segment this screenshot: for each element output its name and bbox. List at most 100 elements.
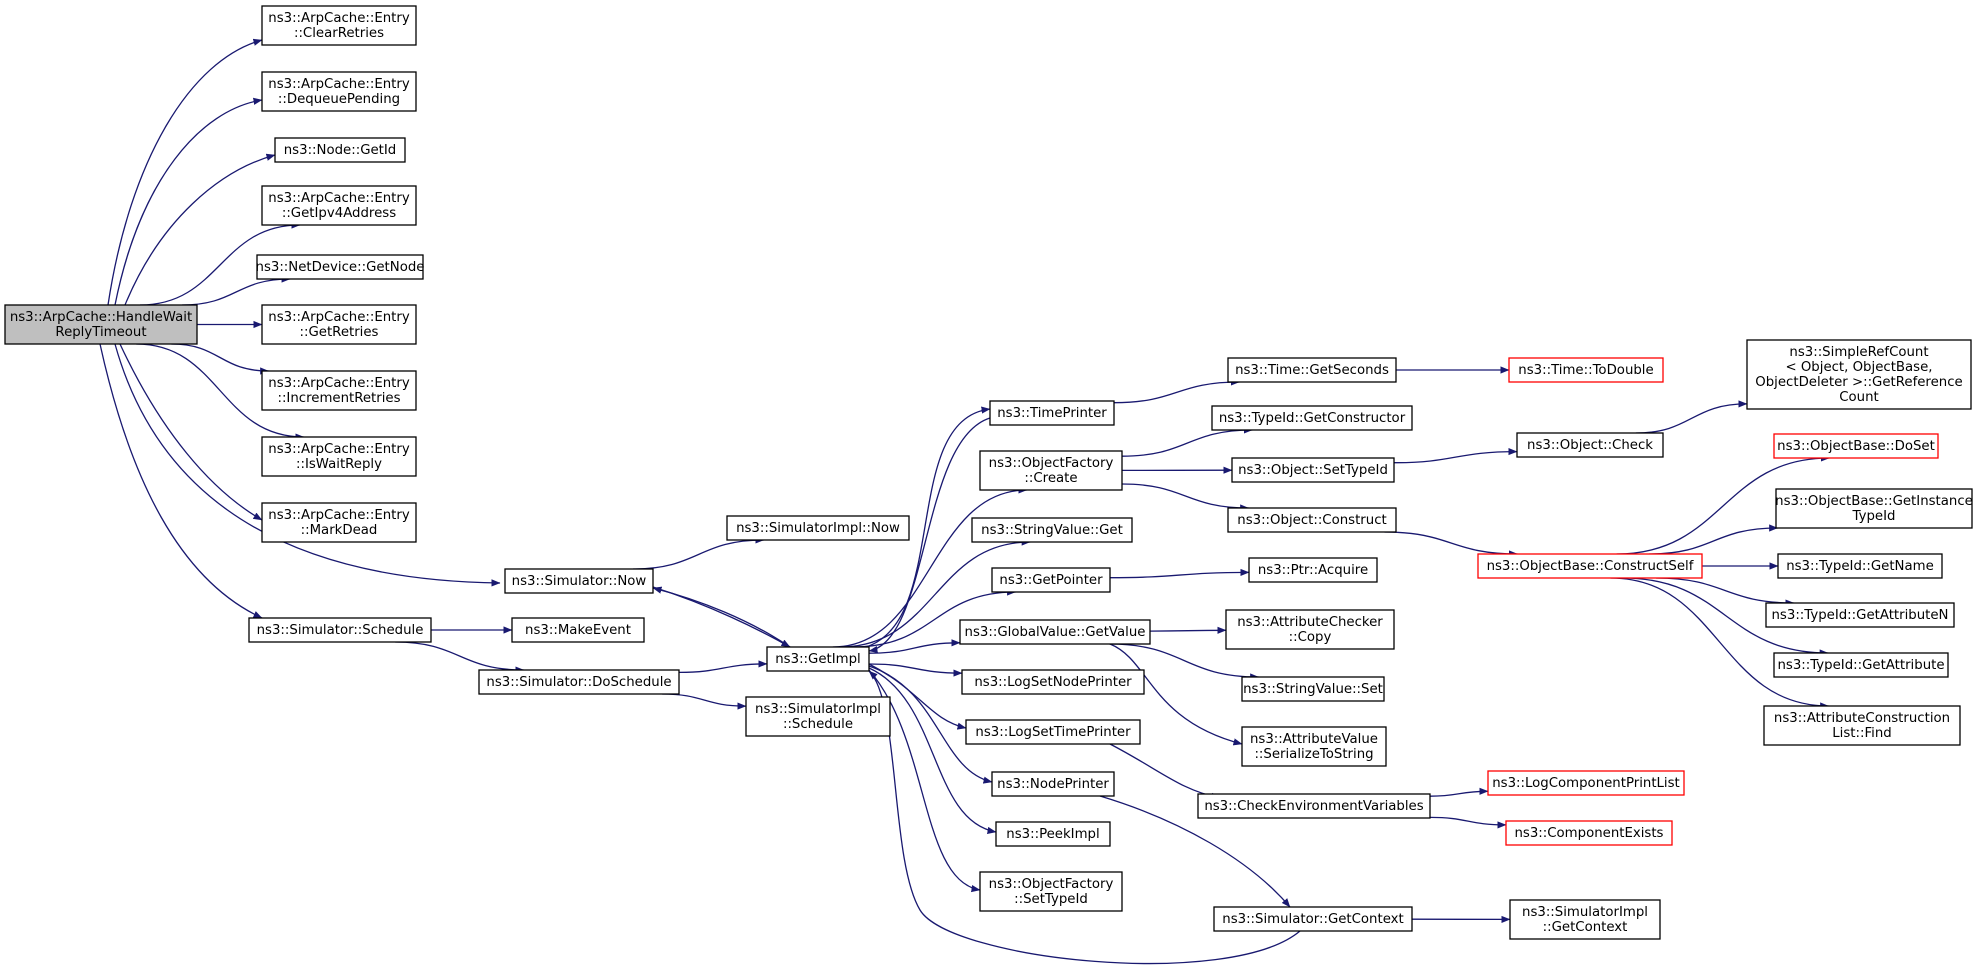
node-label-line: ns3::ObjectFactory (989, 456, 1114, 471)
node-mark_dead[interactable]: ns3::ArpCache::Entry::MarkDead (261, 502, 417, 543)
node-objfactory_create[interactable]: ns3::ObjectFactory::Create (979, 450, 1123, 491)
node-stringvalue_set[interactable]: ns3::StringValue::Set (1241, 676, 1385, 702)
edge-root-to-node_getid (124, 153, 276, 306)
node-time_todouble[interactable]: ns3::Time::ToDouble (1508, 357, 1664, 383)
node-label-line: ns3::Simulator::GetContext (1222, 912, 1403, 927)
node-getpointer[interactable]: ns3::GetPointer (991, 567, 1111, 593)
node-node_getid[interactable]: ns3::Node::GetId (274, 137, 406, 163)
node-typeid_getname[interactable]: ns3::TypeId::GetName (1777, 553, 1943, 579)
edge-getpointer-to-ptr_acquire (1109, 568, 1250, 579)
node-box (261, 5, 417, 46)
node-box (745, 696, 891, 737)
edge-timeprinter-to-getimpl (868, 417, 991, 653)
node-simplerefcount[interactable]: ns3::SimpleRefCount< Object, ObjectBase,… (1746, 339, 1972, 410)
node-box (1231, 457, 1395, 483)
node-label-line: ns3::ArpCache::Entry (268, 11, 410, 26)
node-ptr_acquire[interactable]: ns3::Ptr::Acquire (1248, 557, 1378, 583)
node-label-line: ns3::StringValue::Set (1243, 682, 1383, 697)
node-getimpl[interactable]: ns3::GetImpl (766, 646, 870, 672)
node-componentexists[interactable]: ns3::ComponentExists (1505, 820, 1673, 846)
node-label-line: ns3::ArpCache::Entry (268, 376, 410, 391)
node-label-line: ns3::Object::Construct (1237, 513, 1386, 528)
node-sim_getcontext[interactable]: ns3::Simulator::GetContext (1213, 906, 1413, 932)
node-simimpl_now[interactable]: ns3::SimulatorImpl::Now (726, 515, 910, 541)
node-label-line: ns3::ObjectBase::DoSet (1777, 439, 1935, 454)
node-label-line: ::IncrementRetries (277, 391, 400, 406)
node-peekimpl[interactable]: ns3::PeekImpl (995, 821, 1111, 847)
edge-getimpl-to-sim_now (652, 586, 791, 648)
node-netdev_getnode[interactable]: ns3::NetDevice::GetNode (256, 254, 425, 280)
node-logcomponentprintlist[interactable]: ns3::LogComponentPrintList (1487, 770, 1685, 796)
node-typeid_getconstructor[interactable]: ns3::TypeId::GetConstructor (1211, 405, 1413, 431)
node-label-line: ::MarkDead (301, 523, 378, 538)
node-box (766, 646, 870, 672)
edge-getimpl-to-globalvalue_getvalue (868, 639, 961, 654)
node-simimpl_getcontext[interactable]: ns3::SimulatorImpl::GetContext (1509, 899, 1661, 940)
node-box (991, 567, 1111, 593)
edge-objfactory_create-to-object_construct (1121, 483, 1250, 512)
node-logsettimeprinter[interactable]: ns3::LogSetTimePrinter (965, 719, 1141, 745)
node-object_construct[interactable]: ns3::Object::Construct (1227, 507, 1397, 533)
edge-root-to-is_wait_reply (136, 343, 305, 441)
node-box (979, 450, 1123, 491)
node-box (995, 821, 1111, 847)
node-checkenvvars[interactable]: ns3::CheckEnvironmentVariables (1197, 793, 1431, 819)
node-nodeprinter[interactable]: ns3::NodePrinter (991, 771, 1115, 797)
node-time_getseconds[interactable]: ns3::Time::GetSeconds (1227, 357, 1397, 383)
node-label-line: ::SetTypeId (1014, 892, 1088, 907)
node-logsetnodeprinter[interactable]: ns3::LogSetNodePrinter (961, 669, 1145, 695)
node-box (1487, 770, 1685, 796)
edge-objfactory_create-to-typeid_getconstructor (1121, 426, 1253, 457)
node-inc_retries[interactable]: ns3::ArpCache::Entry::IncrementRetries (261, 370, 417, 411)
node-sim_now[interactable]: ns3::Simulator::Now (504, 568, 654, 594)
edge-root-to-dequeue_pending (114, 97, 263, 306)
node-timeprinter[interactable]: ns3::TimePrinter (989, 400, 1115, 426)
node-box (1227, 357, 1397, 383)
node-sim_doschedule[interactable]: ns3::Simulator::DoSchedule (478, 669, 680, 695)
node-objectbase_constructself[interactable]: ns3::ObjectBase::ConstructSelf (1477, 553, 1703, 579)
node-sim_schedule[interactable]: ns3::Simulator::Schedule (248, 617, 432, 643)
node-label-line: ::GetIpv4Address (282, 206, 396, 221)
node-label-line: < Object, ObjectBase, (1785, 360, 1932, 375)
node-objfactory_settypeid[interactable]: ns3::ObjectFactory::SetTypeId (979, 871, 1123, 912)
node-make_event[interactable]: ns3::MakeEvent (511, 617, 645, 643)
node-objectbase_doset[interactable]: ns3::ObjectBase::DoSet (1773, 433, 1939, 459)
edge-objectbase_constructself-to-objectbase_getinstancetypeid (1649, 524, 1779, 555)
node-label-line: ns3::AttributeConstruction (1774, 711, 1950, 726)
node-globalvalue_getvalue[interactable]: ns3::GlobalValue::GetValue (959, 619, 1151, 645)
node-attrvalue_serialize[interactable]: ns3::AttributeValue::SerializeToString (1241, 726, 1387, 767)
node-is_wait_reply[interactable]: ns3::ArpCache::Entry::IsWaitReply (261, 436, 417, 477)
edge-root-to-mark_dead (119, 343, 263, 521)
node-typeid_getattribute[interactable]: ns3::TypeId::GetAttribute (1773, 652, 1949, 678)
node-label-line: List::Find (1832, 726, 1891, 741)
node-get_ipv4[interactable]: ns3::ArpCache::Entry::GetIpv4Address (261, 185, 417, 226)
node-simimpl_schedule[interactable]: ns3::SimulatorImpl::Schedule (745, 696, 891, 737)
node-typeid_getattributen[interactable]: ns3::TypeId::GetAttributeN (1765, 602, 1955, 628)
node-clear_retries[interactable]: ns3::ArpCache::Entry::ClearRetries (261, 5, 417, 46)
node-stringvalue_get[interactable]: ns3::StringValue::Get (971, 517, 1133, 543)
node-label-line: ns3::GlobalValue::GetValue (965, 625, 1146, 640)
node-get_retries[interactable]: ns3::ArpCache::Entry::GetRetries (261, 304, 417, 345)
node-label-line: ns3::SimpleRefCount (1789, 345, 1928, 360)
edge-sim_now-to-getimpl (652, 586, 791, 648)
node-box (1477, 553, 1703, 579)
node-attrchecker_copy[interactable]: ns3::AttributeChecker::Copy (1225, 609, 1395, 650)
node-object_check[interactable]: ns3::Object::Check (1516, 432, 1664, 458)
node-box (261, 185, 417, 226)
edge-getimpl-to-logsetnodeprinter (868, 663, 963, 677)
node-label-line: ns3::LogSetNodePrinter (974, 675, 1132, 690)
node-box (726, 515, 910, 541)
edge-checkenvvars-to-componentexists (1429, 816, 1507, 829)
node-box (4, 304, 198, 345)
node-object_settypeid[interactable]: ns3::Object::SetTypeId (1231, 457, 1395, 483)
node-box (1773, 652, 1949, 678)
node-dequeue_pending[interactable]: ns3::ArpCache::Entry::DequeuePending (261, 71, 417, 112)
edge-globalvalue_getvalue-to-stringvalue_set (1109, 643, 1260, 681)
edge-getimpl-to-getpointer (853, 588, 1017, 648)
edge-root-to-netdev_getnode (182, 275, 291, 306)
node-box (478, 669, 680, 695)
